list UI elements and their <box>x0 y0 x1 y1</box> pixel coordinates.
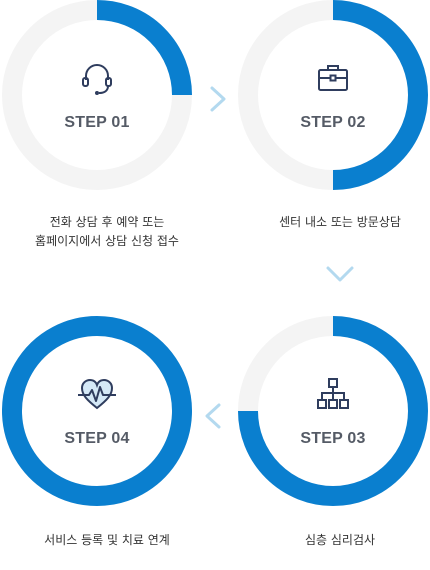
caption-line: 센터 내소 또는 방문상담 <box>279 215 401 229</box>
step-04-card: STEP 04 <box>2 316 192 506</box>
step-04-caption: 서비스 등록 및 치료 연계 <box>2 531 212 550</box>
step-label: STEP 04 <box>64 430 130 447</box>
caption-line: 서비스 등록 및 치료 연계 <box>44 533 170 547</box>
step-01-progress-ring <box>2 0 192 190</box>
step-label: STEP 02 <box>300 114 366 131</box>
ring-progress-arc <box>238 316 428 506</box>
step-01-caption: 전화 상담 후 예약 또는 홈페이지에서 상담 신청 접수 <box>2 213 212 251</box>
step-label: STEP 03 <box>300 430 366 447</box>
caption-line: 홈페이지에서 상담 신청 접수 <box>35 234 179 248</box>
ring-progress-arc <box>332 0 428 190</box>
step-03-progress-ring <box>238 316 428 506</box>
headset-icon <box>82 64 112 95</box>
chevron-down-icon <box>326 266 354 282</box>
briefcase-icon <box>318 65 348 91</box>
org-chart-icon <box>317 378 349 409</box>
step-03-caption: 심층 심리검사 <box>235 531 430 550</box>
step-02-card: STEP 02 <box>238 0 428 190</box>
ring-progress-arc <box>2 316 192 506</box>
caption-line: 심층 심리검사 <box>304 533 376 547</box>
step-label: STEP 01 <box>64 114 130 131</box>
caption-line: 전화 상담 후 예약 또는 <box>49 215 165 229</box>
step-03-card: STEP 03 <box>238 316 428 506</box>
ring-progress-arc <box>96 0 192 96</box>
step-04-progress-ring <box>2 316 192 506</box>
heart-pulse-icon <box>78 378 116 410</box>
chevron-left-icon <box>205 403 221 429</box>
chevron-right-icon <box>210 86 226 112</box>
step-02-caption: 센터 내소 또는 방문상담 <box>235 213 430 232</box>
step-01-card: STEP 01 <box>2 0 192 190</box>
step-02-progress-ring <box>238 0 428 190</box>
